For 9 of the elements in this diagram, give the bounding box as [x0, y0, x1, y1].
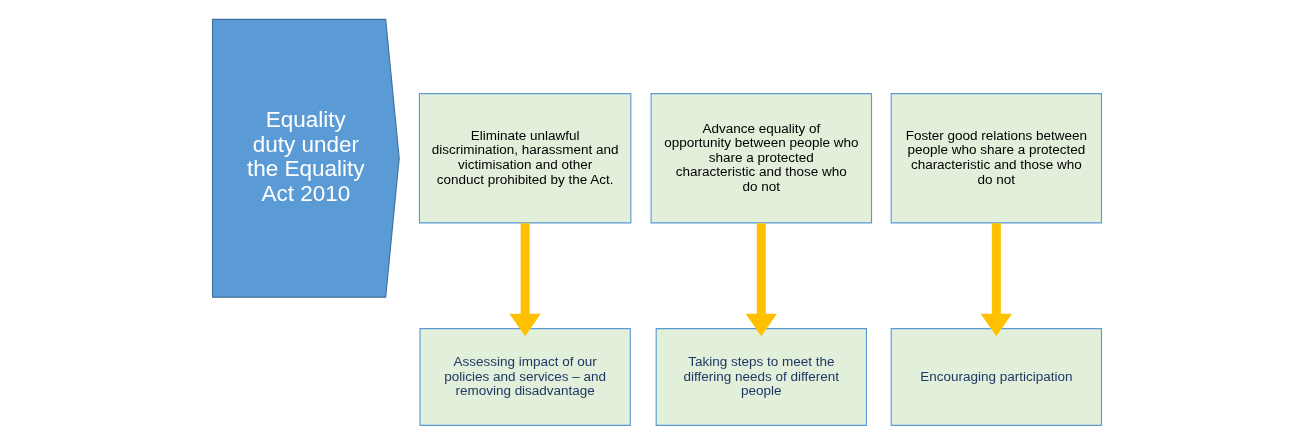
node-box: Encouraging participation	[890, 328, 1103, 426]
node-box: Eliminate unlawful discrimination, harassment and victimisation and other conduct prohibited by the Act.	[418, 93, 632, 224]
arrow	[509, 223, 541, 337]
node-box: Foster good relations between people who share a protected characteristic and those who do not	[890, 93, 1103, 224]
node-box: Advance equality of opportunity between people who share a protected characteristic and those who do not	[650, 93, 873, 224]
arrow	[745, 223, 778, 337]
node-box: Taking steps to meet the differing needs of different people	[655, 328, 867, 426]
arrow	[980, 223, 1013, 337]
node-box: Assessing impact of our policies and services – and removing disadvantage	[419, 328, 631, 426]
